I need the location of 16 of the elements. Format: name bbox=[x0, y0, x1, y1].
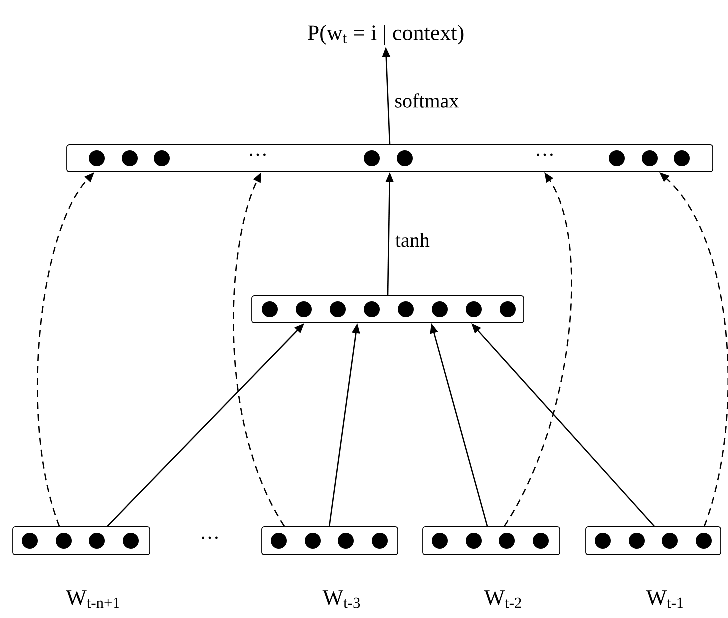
ellipsis: … bbox=[250, 154, 266, 156]
ellipsis: … bbox=[537, 154, 553, 156]
output-text: P(w$_{t}$ = i | context) bbox=[308, 25, 464, 45]
layer-box bbox=[66, 144, 714, 172]
layer-box bbox=[586, 526, 722, 556]
word-label: W$_{t-1}$ bbox=[646, 590, 684, 608]
word-label: W$_{t-n+1}$ bbox=[66, 590, 120, 608]
word-label: W$_{t-2}$ bbox=[484, 590, 522, 608]
layer-box bbox=[252, 296, 524, 324]
word-label: W$_{t-3}$ bbox=[322, 590, 360, 608]
edge-label: tanh bbox=[396, 233, 430, 248]
layer-box bbox=[422, 526, 560, 556]
layer-box bbox=[12, 526, 150, 556]
ellipsis: … bbox=[202, 536, 218, 540]
edge-label: softmax bbox=[396, 94, 459, 108]
layer-box bbox=[262, 526, 398, 556]
